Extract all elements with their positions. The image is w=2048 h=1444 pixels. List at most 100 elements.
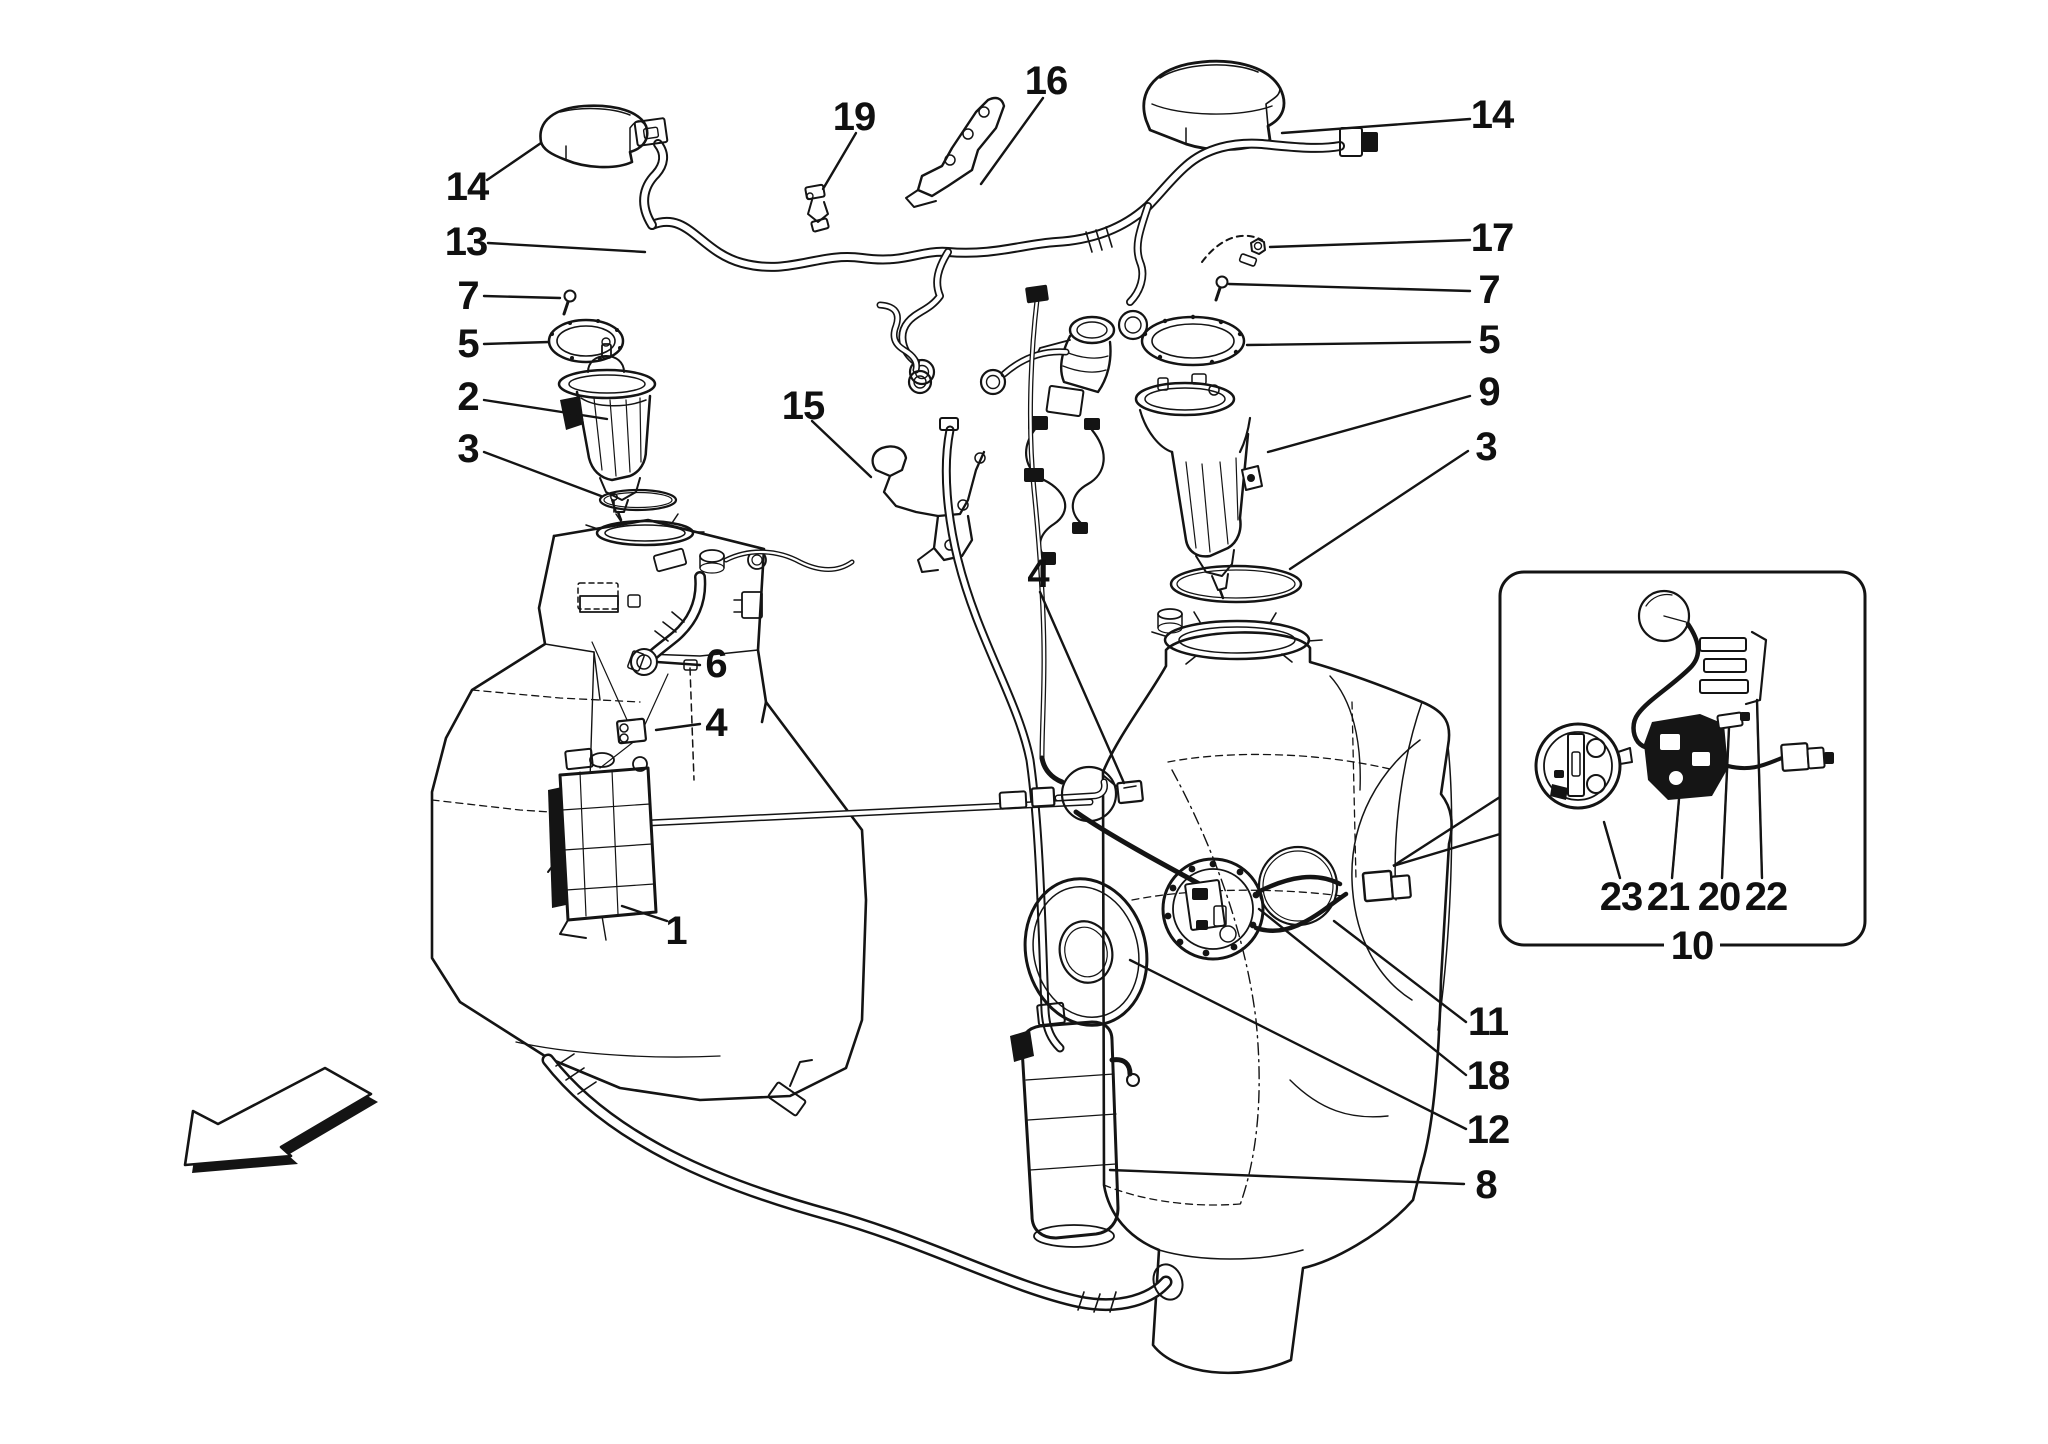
inset-bracket22-spine bbox=[1744, 630, 1768, 706]
bracket15-clamp bbox=[871, 445, 908, 478]
hidden-module-bracket bbox=[579, 595, 619, 613]
right-tank-inner-2 bbox=[1437, 745, 1453, 1031]
pump9-flange bbox=[1134, 381, 1236, 417]
clip19-dot bbox=[806, 192, 814, 200]
callout-20-leader-1 bbox=[1720, 726, 1731, 880]
inset-ring23-tab bbox=[1617, 747, 1633, 765]
callout-21-leader-1 bbox=[1670, 797, 1681, 880]
clip19-top bbox=[804, 183, 826, 201]
right-tank-channel bbox=[1171, 769, 1260, 1206]
hose13-main-inner bbox=[649, 140, 1343, 270]
inset-group-label-10: 10 bbox=[1671, 924, 1714, 968]
ring5R-dot1 bbox=[1142, 331, 1148, 337]
pump2-body bbox=[575, 390, 652, 482]
pump9-funnel bbox=[1138, 408, 1252, 454]
hose-rib-5 bbox=[1093, 1293, 1101, 1313]
inset-pointer-line-1 bbox=[1392, 795, 1501, 868]
callout-17-leader-1 bbox=[1268, 238, 1472, 249]
vertical-pipe-top bbox=[939, 417, 959, 431]
ring5L-dot7 bbox=[570, 356, 574, 360]
inset-label-mask bbox=[1664, 926, 1720, 966]
callout-label-3: 3 bbox=[1475, 425, 1496, 469]
pump9-rib-2 bbox=[1201, 463, 1211, 553]
disc12-hole-outer bbox=[1058, 920, 1114, 984]
callout-2-leader-1 bbox=[482, 398, 609, 421]
right-tank-hidden-1 bbox=[1167, 753, 1395, 771]
callout-label-18: 18 bbox=[1467, 1054, 1510, 1098]
ring5R-dot2 bbox=[1162, 318, 1168, 324]
ring5L-dot3 bbox=[596, 319, 600, 323]
round-fitting-b-inner bbox=[1124, 316, 1142, 334]
ring5R-dot4 bbox=[1218, 319, 1224, 325]
inset-part20-dot bbox=[1740, 712, 1750, 721]
pump8-side-pipe bbox=[1109, 1057, 1133, 1077]
hose17-dashed bbox=[1201, 234, 1263, 263]
callout-16-6: 16 bbox=[979, 59, 1068, 186]
callout-3-leader-1 bbox=[1288, 449, 1470, 571]
callout-16-leader-1 bbox=[979, 96, 1045, 186]
right-tank-inner-1 bbox=[1394, 701, 1423, 901]
callout-1-leader-1 bbox=[620, 904, 669, 923]
right-tank-hidden-2 bbox=[1131, 889, 1343, 901]
right-tank-outline bbox=[1101, 631, 1453, 1375]
hose-rib-3 bbox=[577, 1081, 597, 1095]
tank-cap-inner bbox=[751, 554, 763, 566]
callout-4-17: 4 bbox=[654, 701, 729, 745]
oring3L-outer bbox=[598, 488, 678, 512]
ring5L-dot5 bbox=[618, 346, 622, 350]
bracket16-hole-1 bbox=[978, 106, 990, 118]
ring5R-dot6 bbox=[1233, 349, 1239, 355]
cover14R-top bbox=[1159, 64, 1259, 79]
callout-label-6: 6 bbox=[705, 642, 726, 686]
pump2-cone bbox=[599, 477, 641, 501]
callout-13-1: 13 bbox=[445, 220, 647, 264]
sender18-bolt-10 bbox=[1188, 865, 1196, 873]
callout-18-leader-1 bbox=[1257, 907, 1468, 1077]
screw7R-shaft bbox=[1214, 286, 1222, 302]
hex-fitting-a bbox=[908, 358, 936, 386]
callout-23-leader-1 bbox=[1602, 820, 1622, 880]
sender18-bolt-1 bbox=[1209, 860, 1217, 868]
tank-stub-1 bbox=[699, 549, 725, 563]
flange-tick-r1 bbox=[1151, 631, 1166, 637]
pump9-rib-3 bbox=[1219, 461, 1229, 545]
callout-15-8: 15 bbox=[782, 384, 873, 479]
hex-fitting-c-inner bbox=[913, 375, 927, 389]
callout-label-1: 1 bbox=[665, 909, 687, 953]
inset-ring23-bar bbox=[1567, 733, 1585, 797]
ring5L-inner bbox=[556, 325, 616, 357]
elbow6-tail bbox=[627, 650, 645, 672]
ring5R-dot7 bbox=[1209, 359, 1215, 365]
inset-ring23-outer bbox=[1534, 722, 1622, 810]
orientation-arrow-layer bbox=[183, 1066, 378, 1173]
hose-rib-4 bbox=[1077, 1291, 1085, 1311]
pump8-bottom bbox=[1033, 1224, 1115, 1248]
callout-7-11: 7 bbox=[1227, 268, 1501, 312]
screw7L-head bbox=[563, 289, 577, 303]
coil-cable-2 bbox=[1071, 428, 1105, 526]
callout-15-leader-1 bbox=[810, 419, 873, 479]
pump9-point bbox=[1218, 588, 1225, 600]
zigzag-pipe-inner bbox=[878, 303, 919, 372]
bracket16-foot bbox=[905, 189, 937, 208]
callout-label-17: 17 bbox=[1471, 216, 1514, 260]
transfer-tube-elbow-inner bbox=[1056, 780, 1107, 800]
hose-rib-2 bbox=[565, 1067, 585, 1081]
callout-label-14: 14 bbox=[446, 165, 490, 209]
sender18-pigtail-1 bbox=[1255, 874, 1343, 895]
flange-tick-l1 bbox=[585, 524, 599, 530]
tank-edge-bracket-lines bbox=[733, 599, 743, 613]
callout-9-leader-1 bbox=[1266, 394, 1472, 454]
sender18-connector-a bbox=[1361, 869, 1395, 903]
pumpB-body bbox=[1059, 334, 1112, 394]
callout-12-leader-1 bbox=[1128, 958, 1468, 1131]
pump1-top-cap bbox=[632, 756, 648, 772]
callout-label-7: 7 bbox=[1478, 268, 1499, 312]
callout-22-leader-1 bbox=[1755, 698, 1764, 880]
pump2-stem-top bbox=[601, 337, 611, 347]
pump1-top-fitting bbox=[564, 747, 594, 771]
left-tank-flange-inner bbox=[604, 524, 686, 542]
sender18-connector-b bbox=[1390, 874, 1412, 900]
hose13-corrugation-1 bbox=[1085, 231, 1093, 253]
right-tank-flange-outer bbox=[1163, 619, 1311, 661]
